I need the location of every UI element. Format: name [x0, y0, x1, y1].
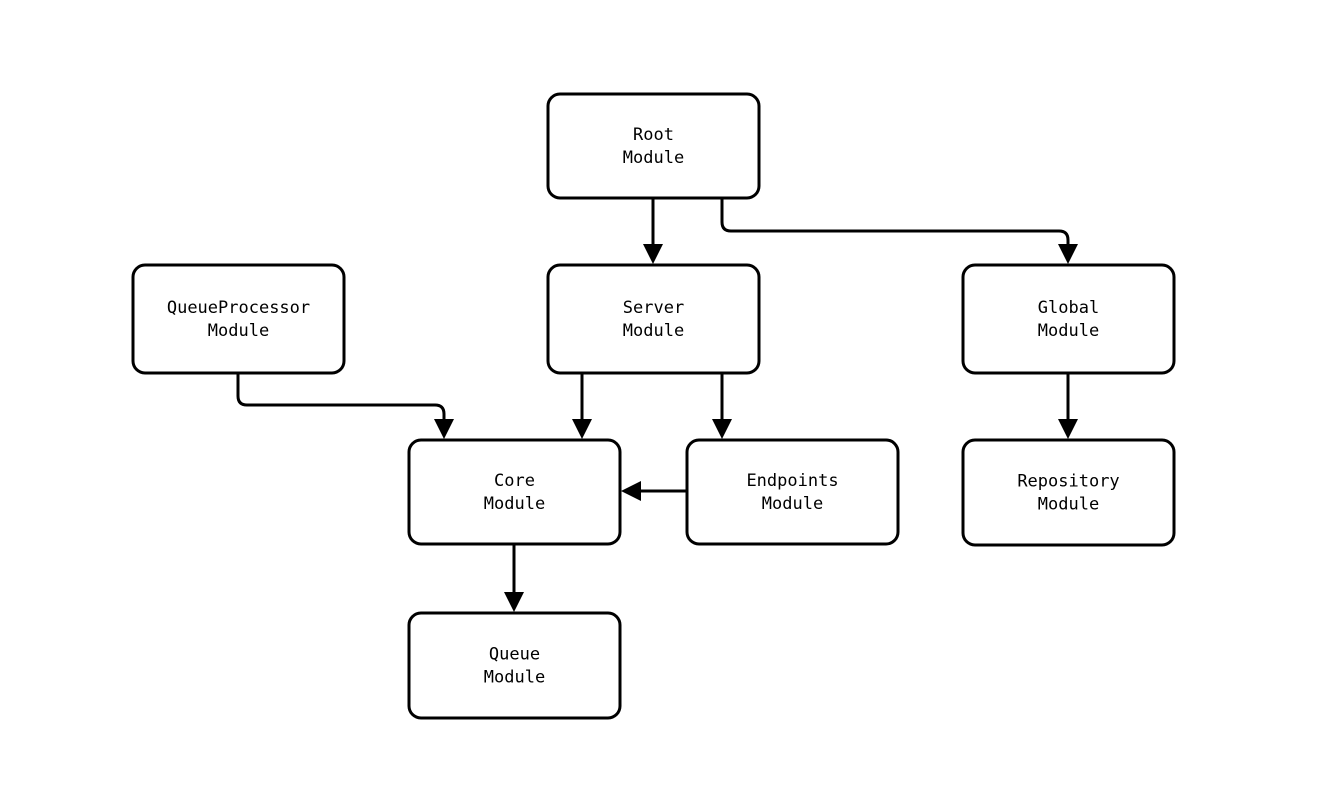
edges-layer [236, 198, 1078, 612]
arrowhead-down-icon [572, 419, 592, 439]
edge-line [720, 198, 1070, 253]
edge-global-to-repository [1058, 373, 1078, 439]
node-label-line2: Module [484, 494, 545, 514]
arrowhead-down-icon [1058, 244, 1078, 264]
node-label-line1: Server [623, 298, 684, 318]
node-label-line2: Module [484, 668, 545, 688]
edge-core-to-queue [504, 544, 524, 612]
edge-server-to-core [572, 373, 592, 439]
arrowhead-down-icon [434, 419, 454, 439]
node-box[interactable] [685, 438, 900, 546]
node-label-line1: Repository [1017, 472, 1119, 492]
node-label-line2: Module [623, 148, 684, 168]
node-label-line2: Module [208, 321, 269, 341]
node-box[interactable] [961, 438, 1176, 547]
edge-root-to-server [643, 198, 663, 264]
node-box[interactable] [407, 611, 622, 720]
arrowhead-down-icon [1058, 419, 1078, 439]
node-label-line1: Root [633, 125, 674, 145]
node-box[interactable] [407, 438, 622, 546]
arrowhead-down-icon [643, 244, 663, 264]
node-label-line1: Endpoints [746, 471, 838, 491]
node-label-line1: Core [494, 471, 535, 491]
node-label-line1: Queue [489, 645, 540, 665]
node-box[interactable] [131, 263, 346, 375]
edge-line [236, 373, 446, 428]
node-label-line1: Global [1038, 298, 1099, 318]
arrowhead-down-icon [712, 419, 732, 439]
node-label-line2: Module [1038, 495, 1099, 515]
edge-root-to-global [720, 198, 1078, 264]
node-box[interactable] [546, 92, 761, 200]
node-label-line2: Module [762, 494, 823, 514]
nodes-layer: RootModuleQueueProcessorModuleServerModu… [131, 92, 1176, 720]
edge-queueprocessor-to-core [236, 373, 454, 439]
arrowhead-down-icon [504, 592, 524, 612]
node-label-line2: Module [1038, 321, 1099, 341]
edge-endpoints-to-core [621, 481, 687, 501]
node-box[interactable] [961, 263, 1176, 375]
node-label-line1: QueueProcessor [167, 298, 310, 318]
edge-server-to-endpoints [712, 373, 732, 439]
node-box[interactable] [546, 263, 761, 375]
arrowhead-left-icon [621, 481, 641, 501]
node-label-line2: Module [623, 321, 684, 341]
